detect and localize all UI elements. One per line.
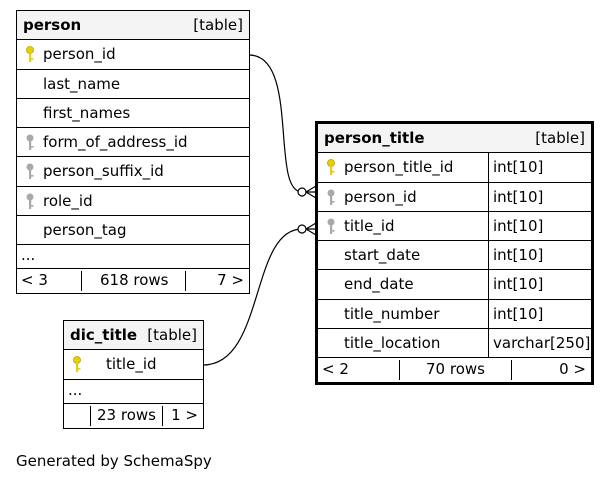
- column-type: varchar[250]: [488, 329, 590, 358]
- table-type: [table]: [147, 326, 197, 344]
- table-footer: < 3 618 rows 7 >: [17, 269, 249, 293]
- column-type: int[10]: [488, 299, 543, 329]
- table-name[interactable]: person: [23, 16, 82, 34]
- column-row[interactable]: role_id: [17, 187, 249, 217]
- table-type: [table]: [535, 129, 585, 147]
- primary-key-icon: [73, 356, 81, 373]
- column-name[interactable]: person_id: [344, 187, 417, 206]
- more-columns-row: ...: [64, 380, 203, 404]
- optional-marker: [297, 187, 307, 197]
- footer-divider: [162, 405, 163, 426]
- column-name[interactable]: title_location: [344, 334, 441, 353]
- column-name[interactable]: form_of_address_id: [43, 133, 188, 152]
- relationship-person-to-person-title: [248, 54, 303, 193]
- foreign-key-icon: [26, 163, 34, 180]
- column-name[interactable]: title_id: [344, 216, 395, 235]
- more-columns: ...: [68, 380, 83, 399]
- more-columns-row: ...: [17, 245, 249, 270]
- relationship-dic-title-to-person-title: [202, 228, 303, 366]
- column-type: int[10]: [488, 182, 543, 211]
- footer-divider: [399, 360, 400, 381]
- row-count: 23 rows: [97, 405, 156, 424]
- column-row[interactable]: end_date int[10]: [318, 270, 591, 300]
- column-name[interactable]: title_number: [344, 304, 440, 323]
- column-row[interactable]: person_id int[10]: [318, 182, 591, 212]
- column-type: int[10]: [488, 211, 543, 241]
- footer-divider: [90, 405, 91, 426]
- column-row[interactable]: start_date int[10]: [318, 241, 591, 271]
- parents-link[interactable]: < 3: [21, 271, 48, 290]
- column-name[interactable]: role_id: [43, 191, 93, 210]
- table-type: [table]: [193, 16, 243, 34]
- foreign-key-icon: [327, 218, 335, 234]
- many-crowfoot-marker: [305, 222, 317, 236]
- row-count: 618 rows: [100, 271, 169, 290]
- footer-divider: [511, 360, 512, 381]
- optional-marker: [297, 224, 307, 234]
- column-name[interactable]: last_name: [43, 74, 121, 93]
- children-link[interactable]: 0 >: [559, 360, 586, 379]
- table-person-title[interactable]: person_title [table] person_title_id int…: [315, 121, 594, 386]
- table-dic-title[interactable]: dic_title [table] title_id ... 23 rows 1…: [63, 320, 204, 429]
- column-name[interactable]: person_title_id: [344, 158, 454, 177]
- table-footer: 23 rows 1 >: [64, 404, 203, 428]
- children-link[interactable]: 7 >: [217, 271, 244, 290]
- footer-divider: [81, 271, 82, 292]
- primary-key-icon: [327, 159, 335, 176]
- column-row[interactable]: person_suffix_id: [17, 157, 249, 187]
- many-crowfoot-marker: [305, 185, 317, 199]
- more-columns: ...: [21, 246, 36, 265]
- column-name[interactable]: title_id: [106, 355, 157, 374]
- column-type: int[10]: [488, 153, 543, 182]
- column-name[interactable]: end_date: [344, 275, 414, 294]
- column-row[interactable]: last_name: [17, 70, 249, 99]
- column-name[interactable]: person_tag: [43, 221, 127, 240]
- column-name[interactable]: person_id: [43, 45, 116, 64]
- row-count: 70 rows: [426, 360, 485, 379]
- table-name[interactable]: dic_title: [70, 326, 138, 344]
- column-row[interactable]: first_names: [17, 99, 249, 129]
- column-row[interactable]: title_number int[10]: [318, 299, 591, 330]
- column-row[interactable]: title_id: [64, 350, 203, 380]
- column-type: int[10]: [488, 241, 543, 270]
- parents-link[interactable]: < 2: [322, 360, 349, 379]
- table-header[interactable]: person_title [table]: [318, 124, 591, 154]
- column-row[interactable]: title_location varchar[250]: [318, 329, 591, 359]
- column-row[interactable]: person_id: [17, 40, 249, 70]
- foreign-key-icon: [26, 193, 34, 209]
- children-link[interactable]: 1 >: [171, 405, 198, 424]
- footer-divider: [185, 271, 186, 292]
- column-name[interactable]: first_names: [43, 103, 131, 122]
- table-footer: < 2 70 rows 0 >: [318, 358, 591, 382]
- primary-key-icon: [26, 46, 34, 63]
- table-name[interactable]: person_title: [324, 129, 425, 147]
- generated-by-caption: Generated by SchemaSpy: [16, 452, 212, 470]
- table-header[interactable]: dic_title [table]: [64, 321, 203, 351]
- foreign-key-icon: [26, 134, 34, 151]
- column-name[interactable]: person_suffix_id: [43, 162, 164, 181]
- column-row[interactable]: title_id int[10]: [318, 211, 591, 242]
- column-type: int[10]: [488, 270, 543, 299]
- table-person[interactable]: person [table] person_id last_name first…: [16, 10, 250, 295]
- table-header[interactable]: person [table]: [17, 11, 249, 41]
- column-row[interactable]: person_tag: [17, 216, 249, 246]
- column-name[interactable]: start_date: [344, 246, 421, 265]
- foreign-key-icon: [327, 189, 335, 205]
- column-row[interactable]: person_title_id int[10]: [318, 153, 591, 183]
- column-row[interactable]: form_of_address_id: [17, 128, 249, 158]
